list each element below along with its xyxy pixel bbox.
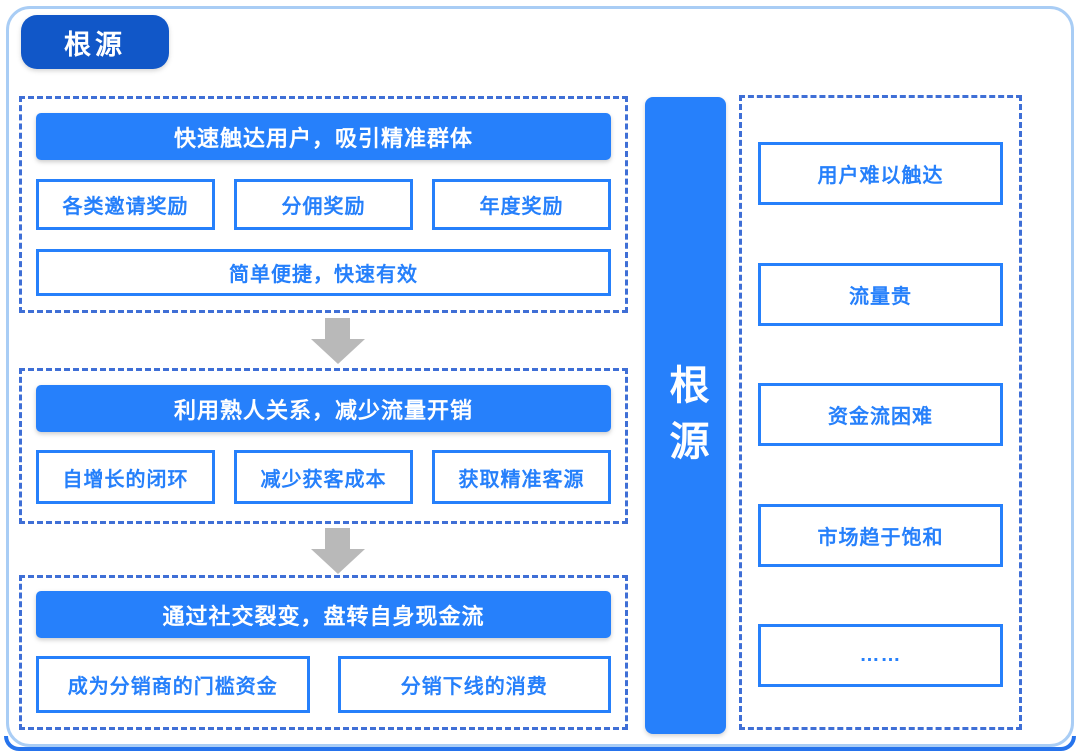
item-box: 分佣奖励 bbox=[234, 179, 413, 230]
arrow-head bbox=[310, 549, 365, 574]
problem-box: 资金流困难 bbox=[758, 383, 1003, 446]
title-badge: 根源 bbox=[21, 15, 169, 69]
section-header: 利用熟人关系，减少流量开销 bbox=[36, 385, 611, 432]
center-root-bar: 根源 bbox=[645, 97, 726, 734]
down-arrow-icon bbox=[310, 528, 365, 574]
item-box: 分销下线的消费 bbox=[337, 656, 611, 713]
item-box-wide: 简单便捷，快速有效 bbox=[36, 249, 611, 296]
item-box: 成为分销商的门槛资金 bbox=[36, 656, 310, 713]
flow-section-reach-users: 快速触达用户，吸引精准群体 各类邀请奖励 分佣奖励 年度奖励 简单便捷，快速有效 bbox=[19, 96, 628, 313]
problem-box: 市场趋于饱和 bbox=[758, 503, 1003, 567]
section-item-row: 各类邀请奖励 分佣奖励 年度奖励 bbox=[36, 179, 611, 230]
section-item-row: 成为分销商的门槛资金 分销下线的消费 bbox=[36, 656, 611, 713]
arrow-head bbox=[310, 339, 365, 364]
problem-box: …… bbox=[758, 624, 1003, 687]
section-header: 快速触达用户，吸引精准群体 bbox=[36, 113, 611, 160]
down-arrow-icon bbox=[310, 318, 365, 364]
problem-box: 用户难以触达 bbox=[758, 142, 1003, 205]
item-box: 各类邀请奖励 bbox=[36, 179, 215, 230]
item-box: 自增长的闭环 bbox=[36, 450, 215, 504]
center-root-bar-label: 根源 bbox=[663, 363, 708, 476]
item-box: 获取精准客源 bbox=[432, 450, 611, 504]
flow-section-social-fission: 通过社交裂变，盘转自身现金流 成为分销商的门槛资金 分销下线的消费 bbox=[19, 575, 628, 730]
bottom-accent-strip bbox=[4, 736, 1076, 751]
arrow-shaft bbox=[325, 318, 350, 339]
flow-section-use-relationships: 利用熟人关系，减少流量开销 自增长的闭环 减少获客成本 获取精准客源 bbox=[19, 368, 628, 524]
problem-box: 流量贵 bbox=[758, 262, 1003, 326]
right-problems-panel: 用户难以触达 流量贵 资金流困难 市场趋于饱和 …… bbox=[739, 95, 1022, 730]
item-box: 年度奖励 bbox=[432, 179, 611, 230]
section-item-row: 自增长的闭环 减少获客成本 获取精准客源 bbox=[36, 450, 611, 504]
section-header: 通过社交裂变，盘转自身现金流 bbox=[36, 591, 611, 638]
arrow-shaft bbox=[325, 528, 350, 549]
item-box: 减少获客成本 bbox=[234, 450, 413, 504]
